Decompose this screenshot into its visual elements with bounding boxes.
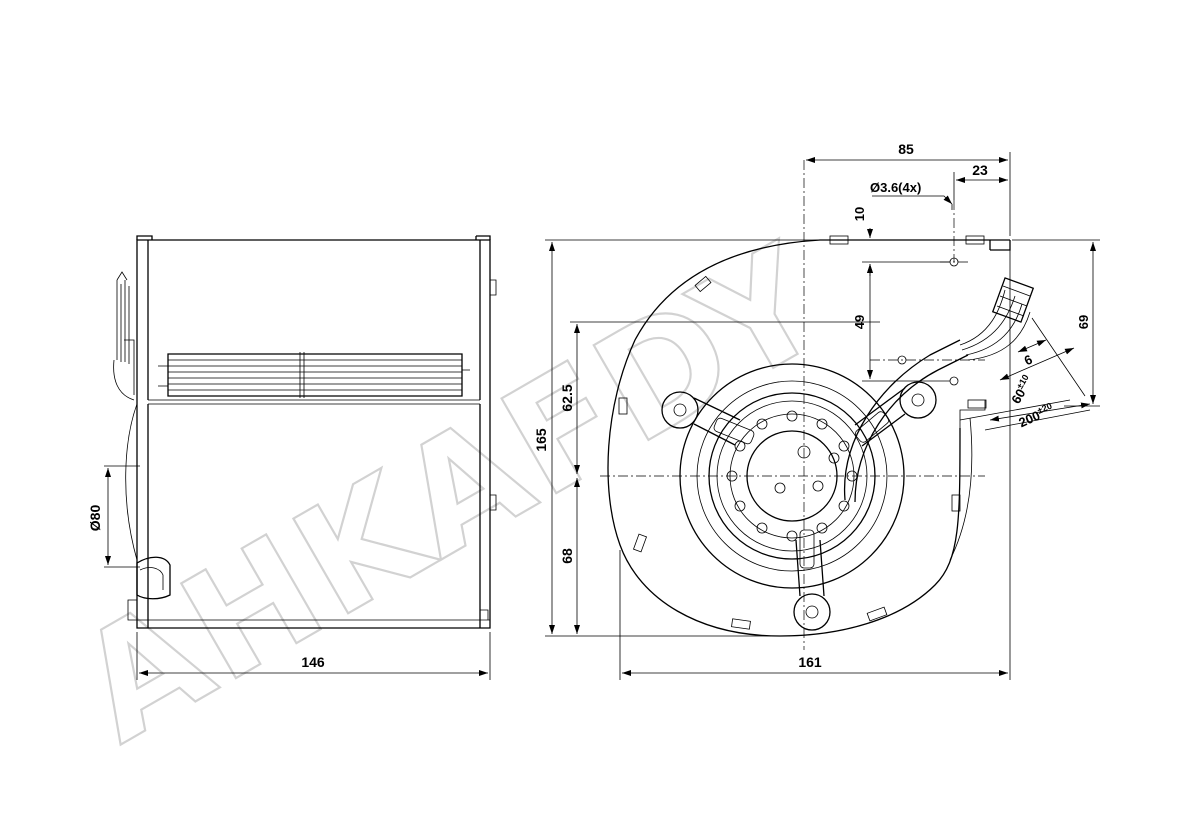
wire-bundle	[959, 277, 1035, 361]
cable-tube	[843, 339, 969, 503]
dim-10: 10	[852, 207, 867, 221]
cable-bundle-side	[113, 271, 135, 401]
dim-146: 146	[301, 654, 325, 670]
impeller-side	[158, 352, 470, 398]
rim-clips	[618, 235, 987, 630]
dim-69: 69	[1076, 315, 1091, 329]
volute-outline	[607, 239, 1010, 637]
inlet-nozzle-side	[127, 556, 171, 621]
dim-161: 161	[798, 654, 822, 670]
dim-d80: Ø80	[87, 505, 103, 532]
watermark: AHKAFDY	[50, 211, 855, 777]
dim-cable-60: 60±10	[1007, 373, 1036, 406]
dim-cable-200: 200±20	[1016, 401, 1056, 431]
dim-23: 23	[972, 162, 988, 178]
side-view: 146 Ø80	[87, 235, 497, 680]
motor-spider	[661, 381, 937, 631]
dim-49: 49	[852, 315, 867, 329]
dim-62-5: 62.5	[559, 384, 575, 411]
dim-85: 85	[898, 141, 914, 157]
hole-callout: Ø3.6(4x)	[870, 180, 921, 195]
dim-68: 68	[559, 548, 575, 564]
dim-165: 165	[533, 428, 549, 452]
watermark-text: AHKAFDY	[51, 212, 854, 776]
